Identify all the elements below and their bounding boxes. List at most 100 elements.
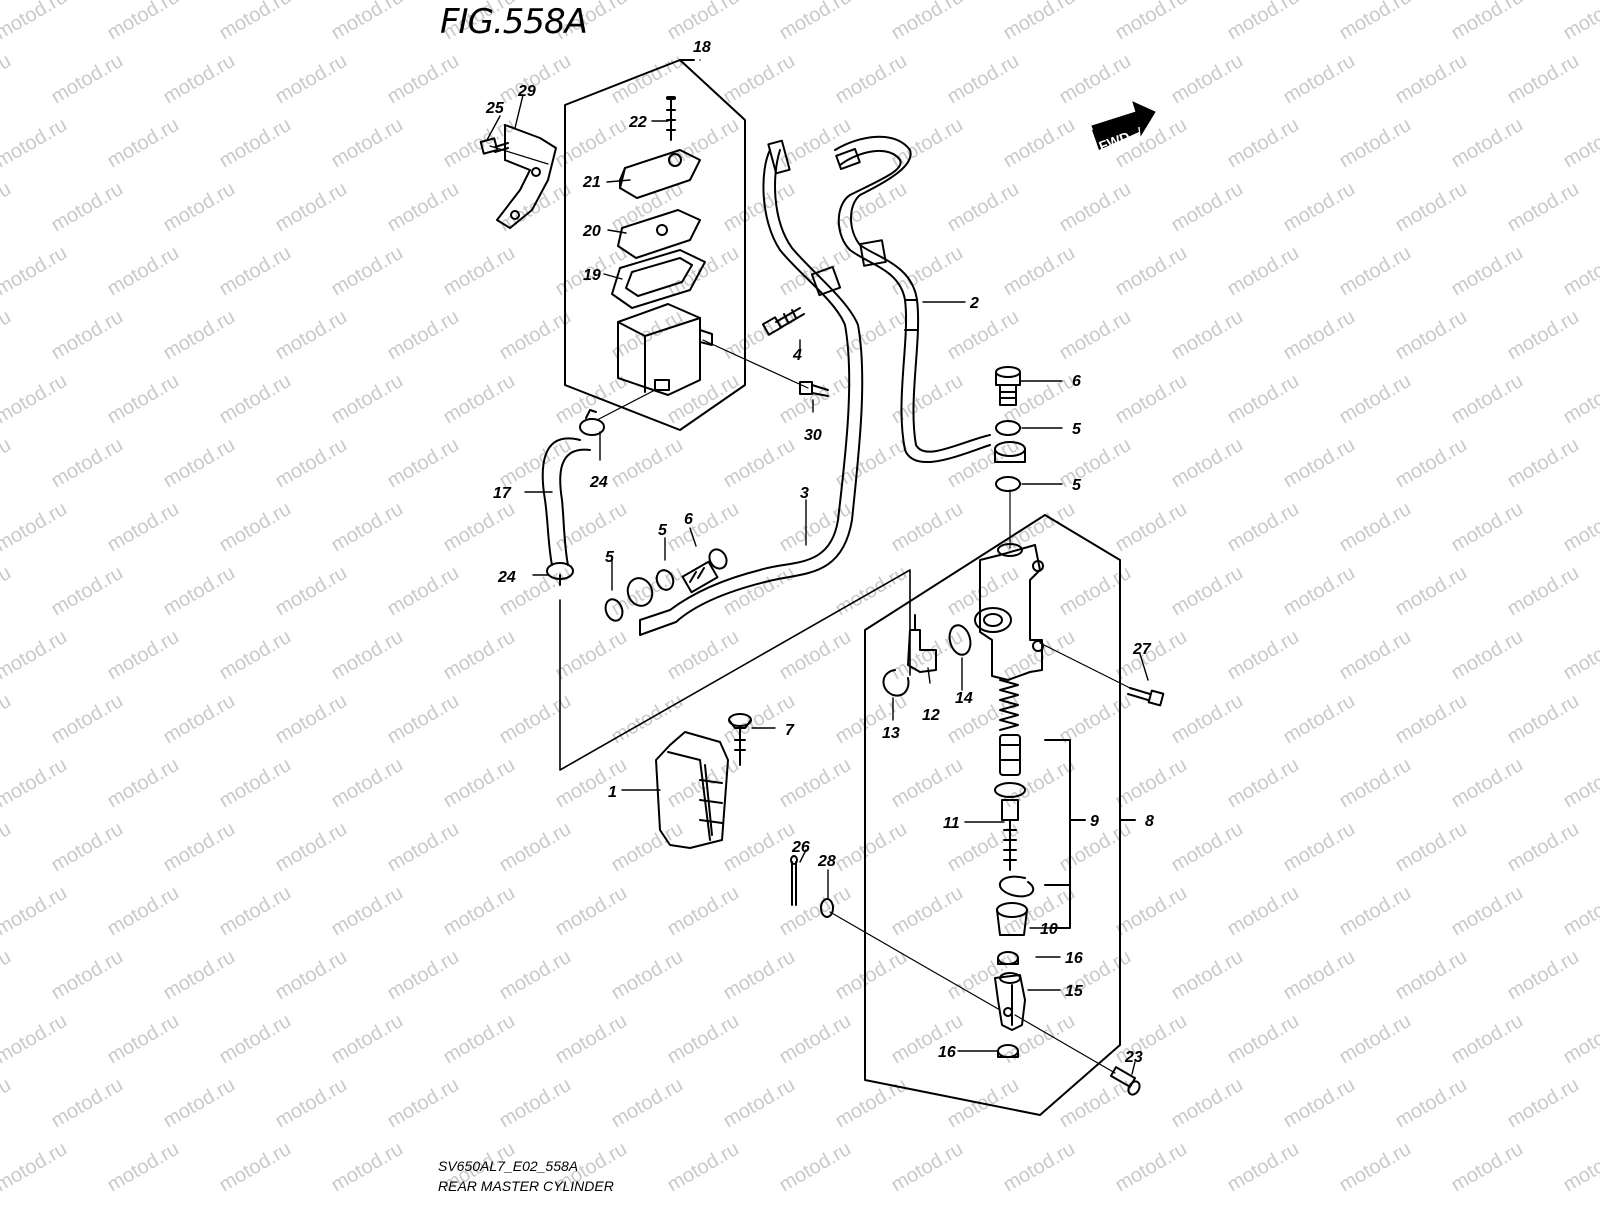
watermark-text: motod.ru [496, 1074, 575, 1133]
watermark-text: motod.ru [1560, 754, 1600, 813]
watermark-text: motod.ru [1168, 690, 1247, 749]
watermark-text: motod.ru [888, 626, 967, 685]
watermark-text: motod.ru [48, 690, 127, 749]
watermark-text: motod.ru [384, 434, 463, 493]
watermark-text: motod.ru [216, 114, 295, 173]
watermark-text: motod.ru [1560, 1010, 1600, 1069]
watermark-text: motod.ru [776, 1010, 855, 1069]
watermark-text: motod.ru [160, 690, 239, 749]
watermark-text: motod.ru [104, 1138, 183, 1197]
watermark-text: motod.ru [888, 114, 967, 173]
part-number-13: 13 [882, 725, 900, 742]
watermark-text: motod.ru [608, 1074, 687, 1133]
watermark-text: motod.ru [0, 626, 71, 685]
part-number-22: 22 [628, 114, 647, 131]
watermark-text: motod.ru [0, 562, 15, 621]
watermark-text: motod.ru [160, 434, 239, 493]
watermark-text: motod.ru [944, 50, 1023, 109]
watermark-text: motod.ru [1280, 946, 1359, 1005]
watermark-text: motod.ru [384, 306, 463, 365]
watermark-text: motod.ru [328, 498, 407, 557]
watermark-text: motod.ru [0, 242, 71, 301]
watermark-text: motod.ru [328, 114, 407, 173]
watermark-text: motod.ru [1504, 1074, 1583, 1133]
watermark-text: motod.ru [0, 690, 15, 749]
watermark-text: motod.ru [1280, 690, 1359, 749]
watermark-text: motod.ru [1504, 946, 1583, 1005]
part-number-16-lower: 16 [938, 1044, 956, 1061]
brake-hose-part [835, 137, 990, 462]
watermark-text: motod.ru [272, 178, 351, 237]
watermark-text: motod.ru [104, 242, 183, 301]
part-number-11: 11 [943, 815, 960, 832]
watermark-text: motod.ru [1560, 370, 1600, 429]
watermark-text: motod.ru [832, 50, 911, 109]
watermark-text: motod.ru [888, 242, 967, 301]
watermark-text: motod.ru [832, 818, 911, 877]
watermark-text: motod.ru [1336, 242, 1415, 301]
watermark-text: motod.ru [104, 114, 183, 173]
watermark-text: motod.ru [160, 818, 239, 877]
watermark-text: motod.ru [1448, 370, 1527, 429]
watermark-text: motod.ru [608, 434, 687, 493]
watermark-text: motod.ru [160, 50, 239, 109]
part-number-5-left-upper: 5 [658, 522, 668, 539]
watermark-text: motod.ru [776, 754, 855, 813]
watermark-text: motod.ru [1504, 178, 1583, 237]
watermark-text: motod.ru [272, 50, 351, 109]
watermark-text: motod.ru [1448, 114, 1527, 173]
banjo-bolt-part [683, 546, 730, 592]
part-number-25: 25 [485, 100, 505, 117]
watermark-text: motod.ru [272, 690, 351, 749]
watermark-text: motod.ru [888, 498, 967, 557]
watermark-text: motod.ru [1168, 306, 1247, 365]
watermark-text: motod.ru [216, 370, 295, 429]
part-number-9: 9 [1090, 813, 1099, 830]
part-number-29: 29 [517, 83, 536, 100]
watermark-text: motod.ru [216, 754, 295, 813]
watermark-text: motod.ru [272, 946, 351, 1005]
watermark-text: motod.ru [664, 626, 743, 685]
banjo-bolt-part [996, 367, 1020, 405]
watermark-text: motod.ru [48, 946, 127, 1005]
watermark-text: motod.ru [1000, 370, 1079, 429]
watermark-text: motod.ru [1392, 818, 1471, 877]
watermark-text: motod.ru [1224, 114, 1303, 173]
watermark-text: motod.ru [1056, 50, 1135, 109]
watermark-text: motod.ru [384, 562, 463, 621]
watermark-text: motod.ru [1000, 114, 1079, 173]
part-number-15: 15 [1065, 983, 1084, 1000]
part-number-10: 10 [1040, 921, 1058, 938]
watermark-text: motod.ru [1112, 498, 1191, 557]
part-number-6-left: 6 [684, 511, 693, 528]
part-number-27: 27 [1132, 641, 1152, 658]
part-number-17: 17 [493, 485, 512, 502]
watermark-text: motod.ru [664, 1138, 743, 1197]
watermark-text: motod.ru [1280, 562, 1359, 621]
watermark-text: motod.ru [328, 754, 407, 813]
circlip-part [1000, 877, 1033, 897]
watermark-text: motod.ru [608, 818, 687, 877]
watermark-text: motod.ru [1392, 306, 1471, 365]
part-number-26: 26 [791, 839, 810, 856]
watermark-text: motod.ru [328, 370, 407, 429]
watermark-text: motod.ru [720, 946, 799, 1005]
watermark-text: motod.ru [0, 0, 71, 44]
watermark-text: motod.ru [160, 946, 239, 1005]
watermark-text: motod.ru [552, 114, 631, 173]
watermark-text: motod.ru [1112, 0, 1191, 44]
watermark-text: motod.ru [384, 946, 463, 1005]
watermark-text: motod.ru [1224, 626, 1303, 685]
part-number-16-upper: 16 [1065, 950, 1083, 967]
watermark-text: motod.ru [1560, 0, 1600, 44]
watermark-text: motod.ru [1560, 1138, 1600, 1197]
part-number-20: 20 [582, 223, 601, 240]
watermark-text: motod.ru [104, 1010, 183, 1069]
watermark-text: motod.ru [664, 370, 743, 429]
piston-part [1000, 735, 1020, 775]
watermark-text: motod.ru [104, 370, 183, 429]
watermark-text: motod.ru [496, 690, 575, 749]
watermark-text: motod.ru [1392, 1074, 1471, 1133]
watermark-text: motod.ru [328, 242, 407, 301]
